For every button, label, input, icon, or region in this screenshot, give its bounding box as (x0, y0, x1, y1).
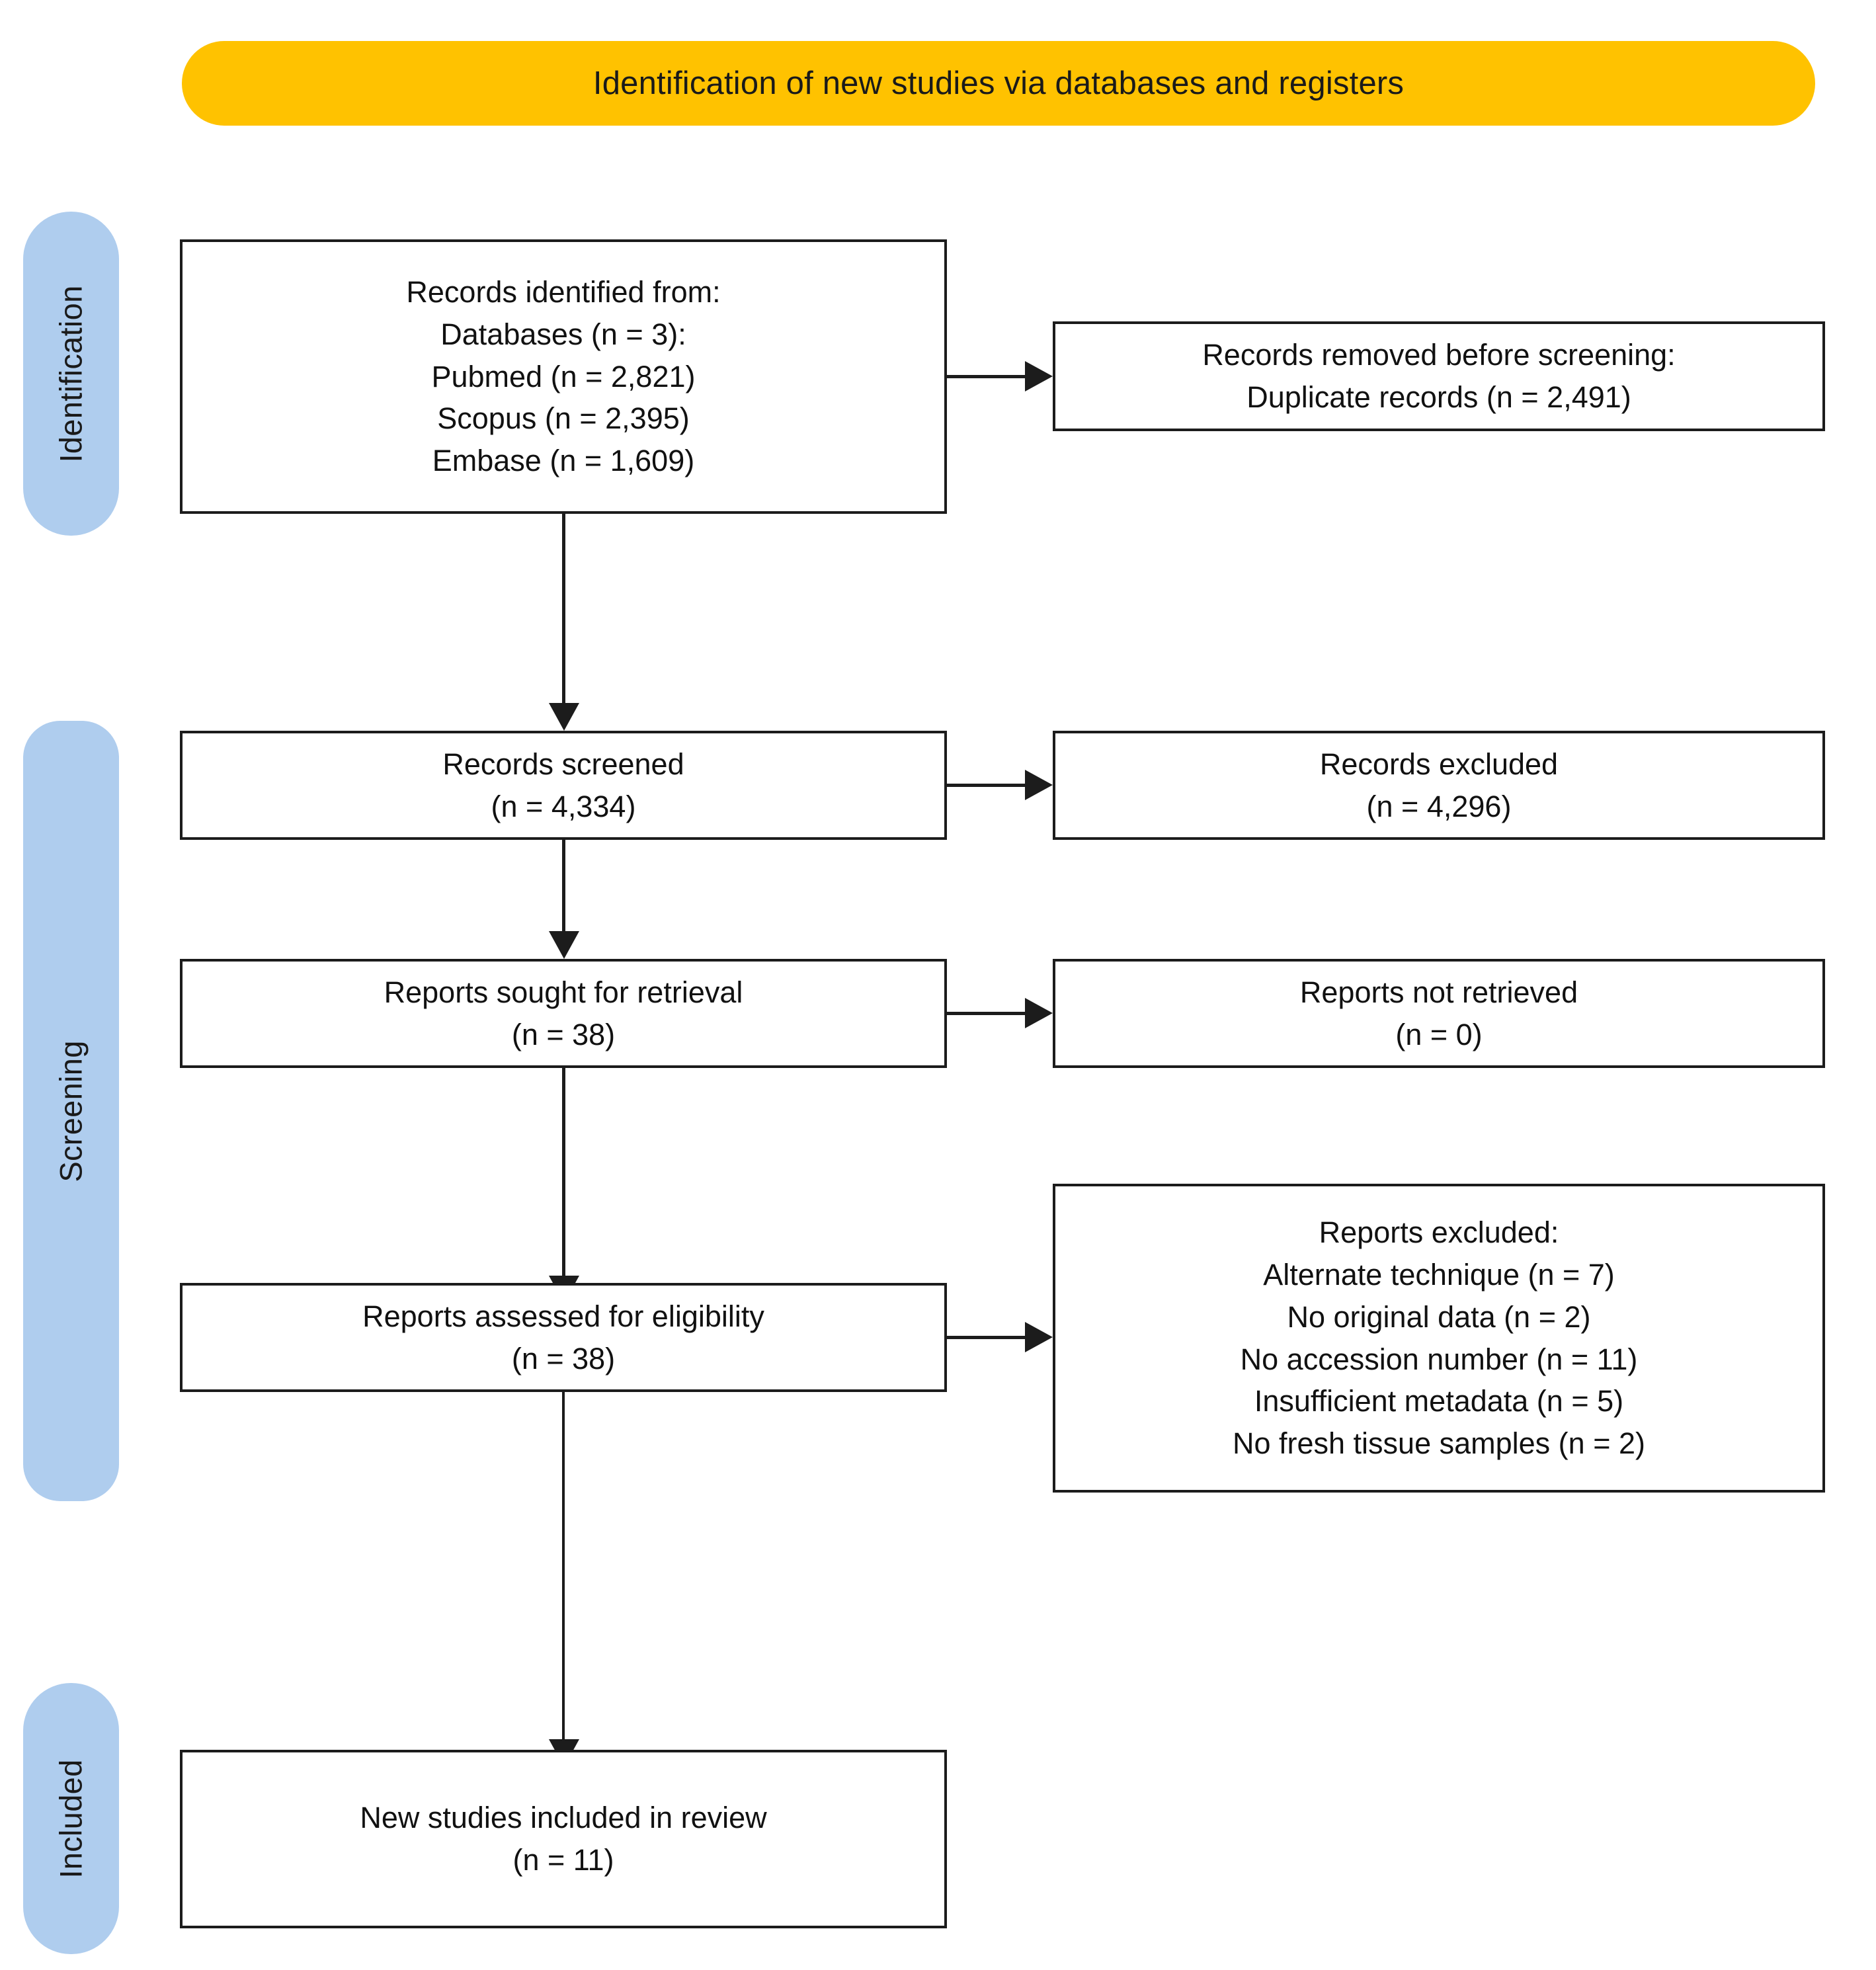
box-reports-not-retrieved: Reports not retrieved (n = 0) (1053, 959, 1825, 1068)
new-studies-included-line-2: (n = 11) (512, 1843, 614, 1877)
box-reports-assessed: Reports assessed for eligibility (n = 38… (180, 1283, 947, 1392)
arrowhead-identified-to-screened (549, 703, 579, 731)
reports-sought-line-1: Reports sought for retrieval (384, 975, 743, 1009)
reports-excluded-line-4: No accession number (n = 11) (1240, 1342, 1638, 1376)
stage-label-screening-text: Screening (54, 1040, 89, 1182)
stage-label-included-text: Included (54, 1758, 89, 1879)
connector-identified-to-screened (562, 514, 565, 706)
box-records-removed: Records removed before screening: Duplic… (1053, 321, 1825, 431)
arrowhead-sought-to-not-retrieved (1025, 998, 1053, 1028)
records-identified-line-1: Records identified from: (406, 274, 721, 309)
connector-screened-to-excluded (947, 784, 1028, 787)
box-new-studies-included: New studies included in review (n = 11) (180, 1750, 947, 1928)
reports-sought-line-2: (n = 38) (511, 1017, 616, 1051)
reports-assessed-line-1: Reports assessed for eligibility (362, 1299, 764, 1333)
records-excluded-line-2: (n = 4,296) (1366, 789, 1512, 823)
connector-sought-to-not-retrieved (947, 1012, 1028, 1015)
records-screened-line-1: Records screened (442, 747, 684, 781)
new-studies-included-line-1: New studies included in review (360, 1801, 767, 1835)
records-removed-line-2: Duplicate records (n = 2,491) (1246, 380, 1631, 414)
records-identified-line-2: Databases (n = 3): (440, 317, 686, 351)
reports-not-retrieved-line-1: Reports not retrieved (1299, 975, 1578, 1009)
connector-assessed-to-included (562, 1392, 565, 1743)
reports-excluded-line-6: No fresh tissue samples (n = 2) (1232, 1426, 1645, 1461)
records-identified-line-5: Embase (n = 1,609) (432, 444, 695, 478)
arrowhead-screened-to-excluded (1025, 770, 1053, 800)
box-reports-excluded-reasons: Reports excluded: Alternate technique (n… (1053, 1184, 1825, 1493)
connector-sought-to-assessed (562, 1068, 565, 1278)
stage-label-identification: Identification (23, 212, 119, 536)
records-removed-line-1: Records removed before screening: (1202, 338, 1676, 372)
reports-not-retrieved-line-2: (n = 0) (1395, 1017, 1483, 1051)
arrowhead-identified-to-removed (1025, 361, 1053, 391)
records-identified-line-4: Scopus (n = 2,395) (437, 401, 690, 436)
arrowhead-screened-to-sought (549, 931, 579, 959)
records-excluded-line-1: Records excluded (1319, 747, 1559, 781)
reports-excluded-line-5: Insufficient metadata (n = 5) (1254, 1384, 1624, 1418)
box-records-identified: Records identified from: Databases (n = … (180, 239, 947, 514)
connector-screened-to-sought (562, 840, 565, 934)
stage-label-identification-text: Identification (54, 284, 89, 463)
connector-identified-to-removed (947, 375, 1028, 378)
arrowhead-assessed-to-reports-excluded (1025, 1322, 1053, 1352)
diagram-header-banner: Identification of new studies via databa… (182, 41, 1815, 126)
reports-excluded-line-3: No original data (n = 2) (1287, 1299, 1591, 1334)
box-records-excluded: Records excluded (n = 4,296) (1053, 731, 1825, 840)
stage-label-included: Included (23, 1683, 119, 1954)
stage-label-screening: Screening (23, 721, 119, 1501)
records-screened-line-2: (n = 4,334) (491, 789, 636, 823)
diagram-title: Identification of new studies via databa… (592, 65, 1405, 101)
reports-excluded-line-2: Alternate technique (n = 7) (1263, 1257, 1615, 1292)
box-reports-sought: Reports sought for retrieval (n = 38) (180, 959, 947, 1068)
reports-excluded-line-1: Reports excluded: (1319, 1215, 1559, 1249)
box-records-screened: Records screened (n = 4,334) (180, 731, 947, 840)
records-identified-line-3: Pubmed (n = 2,821) (431, 359, 696, 393)
reports-assessed-line-2: (n = 38) (511, 1341, 616, 1375)
connector-assessed-to-reports-excluded (947, 1336, 1028, 1339)
